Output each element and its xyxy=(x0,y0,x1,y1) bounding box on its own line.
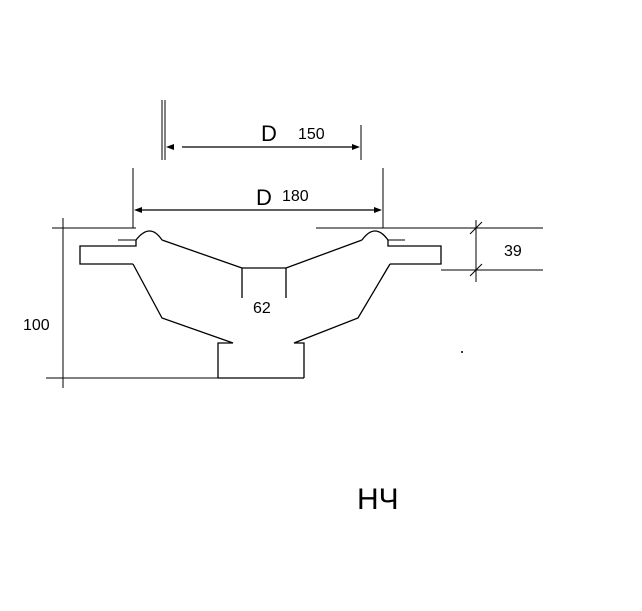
d150-arrow-left xyxy=(166,144,174,150)
dim62-value: 62 xyxy=(253,300,271,317)
d180-value: 180 xyxy=(282,188,309,205)
cone-right xyxy=(285,239,363,269)
dim100-value: 100 xyxy=(23,317,50,334)
basket-right xyxy=(293,263,391,378)
basket-left xyxy=(132,263,234,378)
surround-left xyxy=(135,230,163,241)
dimension-62: 62 xyxy=(253,300,271,317)
dimension-d180: D 180 xyxy=(132,168,384,228)
dim39-tick-bottom xyxy=(469,263,483,277)
d180-arrow-right xyxy=(374,207,382,213)
d150-arrow-right xyxy=(352,144,360,150)
dim39-tick-top xyxy=(469,221,483,235)
dimension-d150: D 150 xyxy=(161,100,362,160)
d180-symbol: D xyxy=(256,185,272,210)
dim39-value: 39 xyxy=(504,243,522,260)
surround-right xyxy=(361,230,389,241)
dimension-100: 100 xyxy=(23,218,218,388)
d150-symbol: D xyxy=(261,121,277,146)
flange-left xyxy=(79,240,137,265)
d150-value: 150 xyxy=(298,126,325,143)
stray-mark xyxy=(461,351,463,353)
flange-right xyxy=(387,240,442,265)
dimension-39: 39 xyxy=(316,220,543,282)
cone-left xyxy=(161,239,243,269)
drawing-title: НЧ xyxy=(357,483,399,516)
speaker-profile xyxy=(79,230,442,379)
d180-arrow-left xyxy=(134,207,142,213)
